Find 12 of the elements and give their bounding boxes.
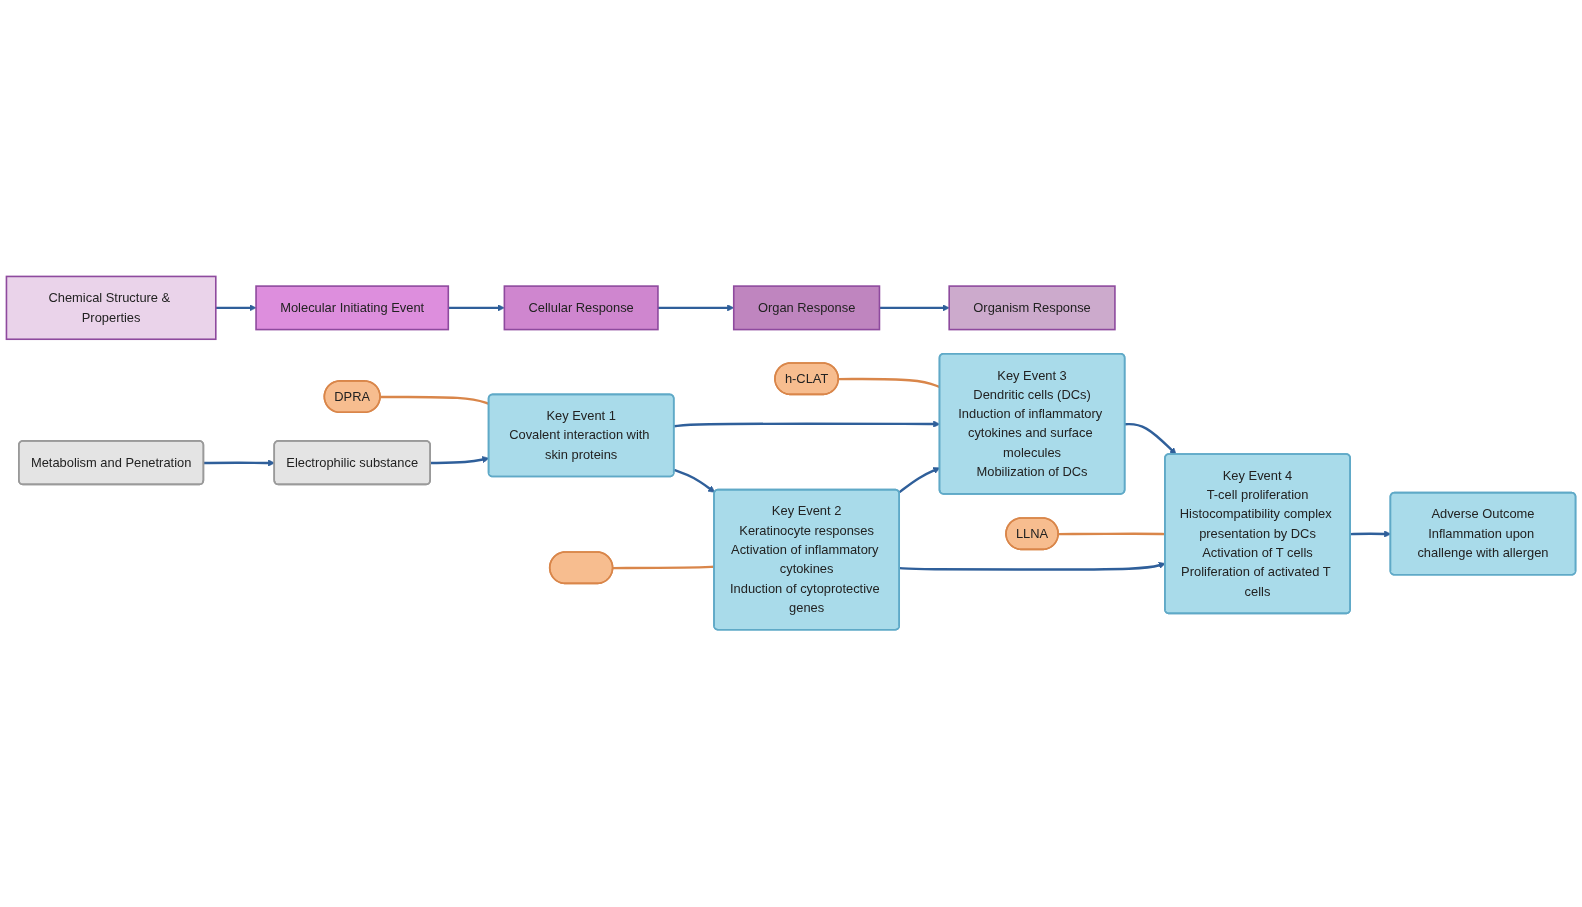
node-box: Chemical Structure & Properties <box>5 276 217 341</box>
arrow <box>203 459 275 467</box>
arrow <box>448 304 505 312</box>
node-box: Cellular Response <box>503 285 659 331</box>
arrow <box>673 469 716 494</box>
arrow <box>879 304 950 312</box>
node-box: Molecular Initiating Event <box>255 285 450 331</box>
connector <box>613 565 715 570</box>
node-box: Organ Response <box>732 285 881 331</box>
arrow <box>1125 423 1177 456</box>
node-box: Organism Response <box>948 285 1116 331</box>
arrow <box>215 304 257 312</box>
